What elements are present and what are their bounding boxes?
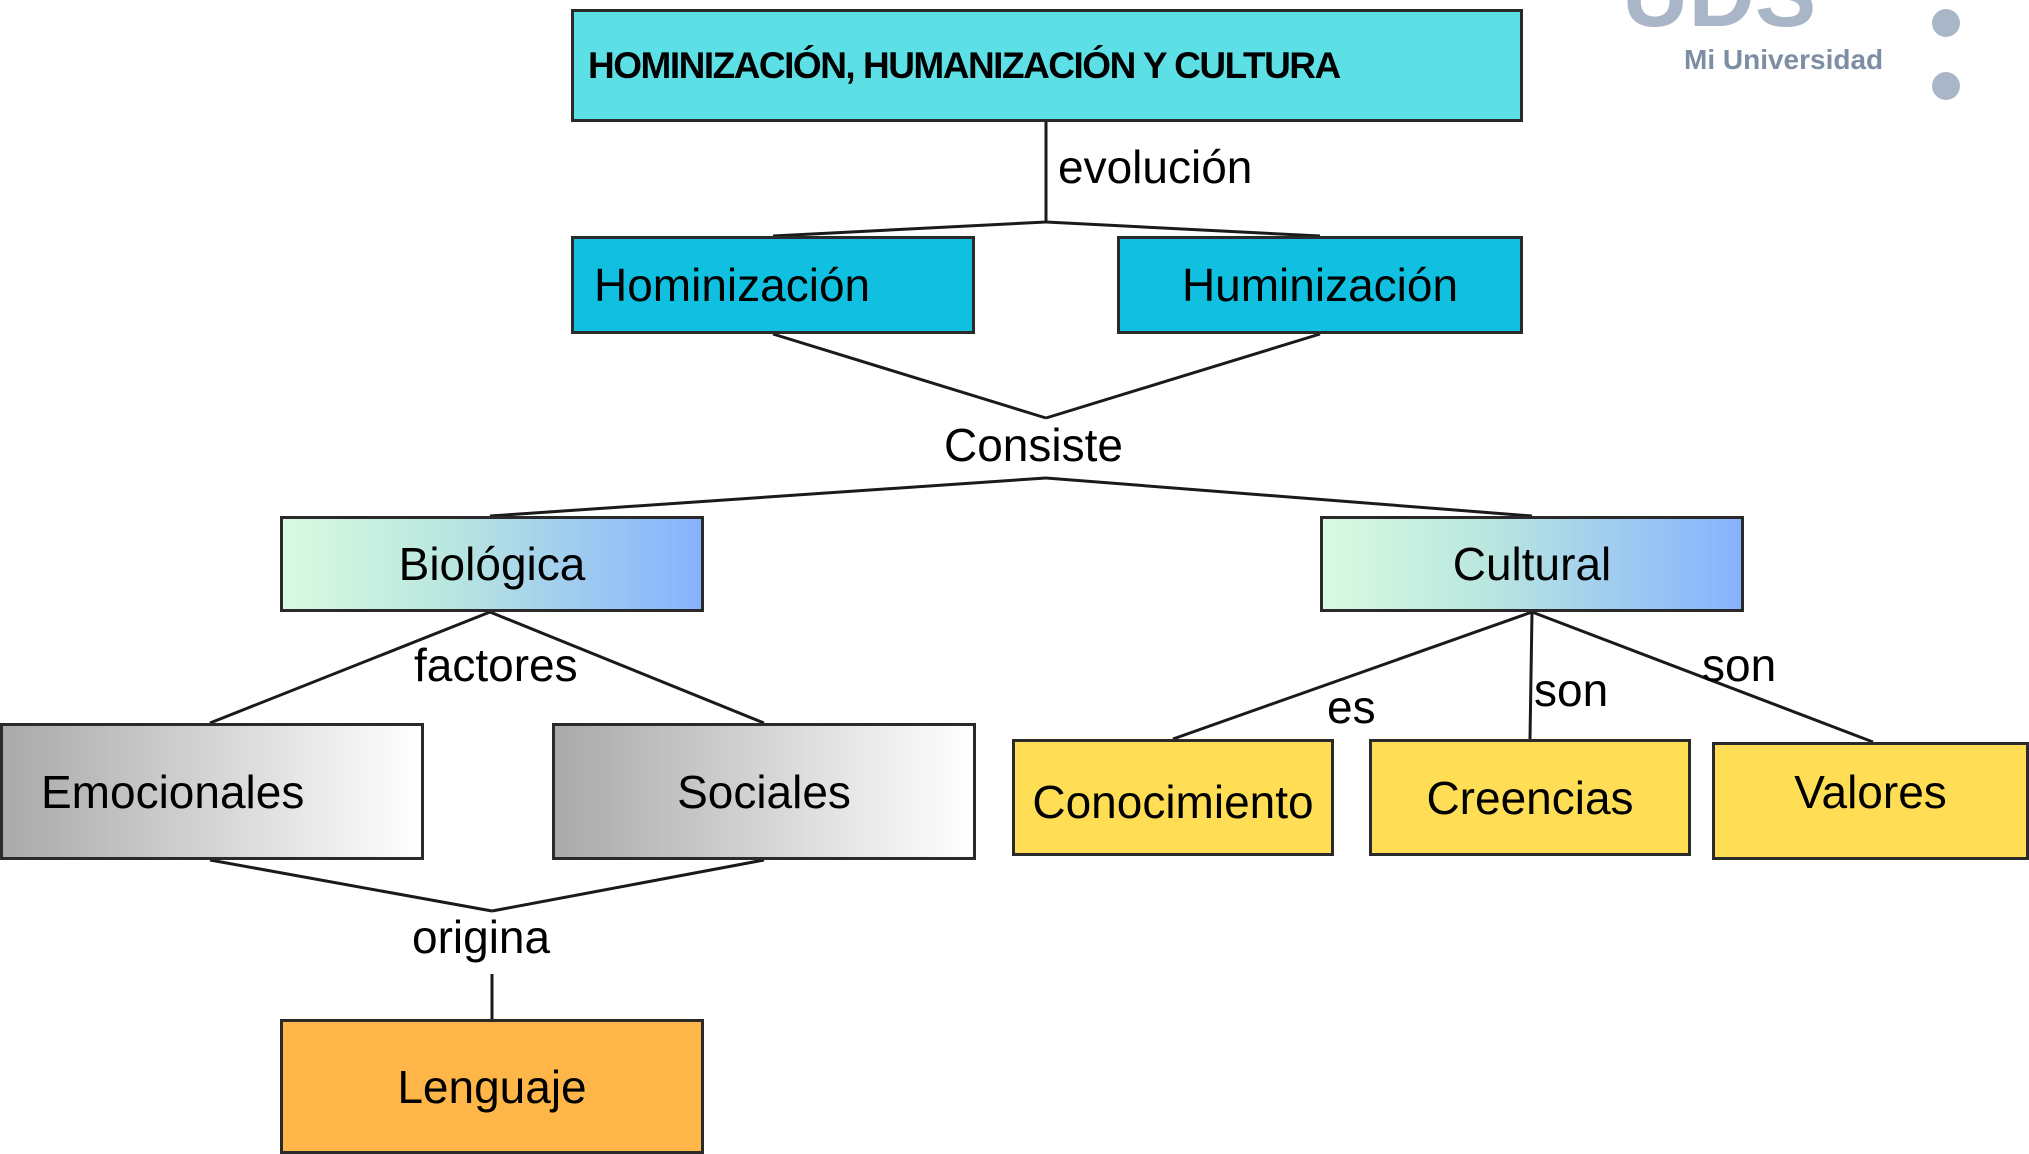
node-conocimiento-label: Conocimiento xyxy=(1032,775,1314,828)
link-label-son-creencias: son xyxy=(1534,664,1609,716)
link-label-consiste: Consiste xyxy=(944,419,1123,471)
node-huminizacion: Huminización xyxy=(1117,236,1523,334)
link-label-evolucion: evolución xyxy=(1058,141,1253,193)
logo-subtitle: Mi Universidad xyxy=(1684,44,1884,75)
connector-cultural-creencias xyxy=(1528,611,1534,740)
node-cultural: Cultural xyxy=(1320,516,1744,612)
node-lenguaje-label: Lenguaje xyxy=(397,1060,587,1113)
connector-huminizacion-consiste xyxy=(1045,332,1321,420)
link-label-origina: origina xyxy=(412,911,551,963)
logo-dot-top xyxy=(1932,9,1960,37)
node-hominizacion: Hominización xyxy=(571,236,975,334)
title-box: HOMINIZACIÓN, HUMANIZACIÓN Y CULTURA xyxy=(571,9,1523,122)
link-label-factores: factores xyxy=(414,639,578,691)
node-creencias-label: Creencias xyxy=(1426,771,1634,824)
node-biologica-label: Biológica xyxy=(398,538,586,590)
connector-biologica-sociales xyxy=(489,610,765,725)
connector-cultural-conocimiento xyxy=(1172,610,1533,741)
node-lenguaje: Lenguaje xyxy=(280,1019,704,1154)
connector-cultural-valores xyxy=(1531,610,1874,744)
link-label-son-valores: son xyxy=(1702,639,1777,691)
connector-consiste-cultural xyxy=(1045,476,1533,518)
page-title: HOMINIZACIÓN, HUMANIZACIÓN Y CULTURA xyxy=(588,44,1341,86)
node-creencias: Creencias xyxy=(1369,739,1691,856)
logo-dot-bottom xyxy=(1932,72,1960,100)
svg-text:UDS: UDS xyxy=(1622,0,1816,38)
node-emocionales-label: Emocionales xyxy=(41,765,305,818)
uds-logo-wordmark: UDS xyxy=(1622,0,1816,38)
node-sociales: Sociales xyxy=(552,723,976,860)
connector-biologica-emocionales xyxy=(209,610,491,725)
connector-to-hominizacion xyxy=(772,220,1047,238)
node-sociales-label: Sociales xyxy=(677,765,851,818)
connector-consiste-biologica xyxy=(489,476,1047,518)
node-huminizacion-label: Huminización xyxy=(1181,259,1459,311)
link-label-es: es xyxy=(1327,681,1376,733)
node-valores: Valores xyxy=(1712,742,2029,860)
node-biologica: Biológica xyxy=(280,516,704,612)
connector-to-huminizacion xyxy=(1045,220,1321,238)
node-cultural-label: Cultural xyxy=(1452,538,1612,590)
node-emocionales: Emocionales xyxy=(0,723,424,860)
node-hominizacion-label: Hominización xyxy=(594,259,871,311)
connector-sociales-origina xyxy=(491,858,765,913)
node-conocimiento: Conocimiento xyxy=(1012,739,1334,856)
uds-logo: UDS xyxy=(1622,0,1902,38)
connector-emocionales-origina xyxy=(209,858,493,913)
connector-hominizacion-consiste xyxy=(772,332,1047,420)
node-valores-label: Valores xyxy=(1794,766,1947,818)
